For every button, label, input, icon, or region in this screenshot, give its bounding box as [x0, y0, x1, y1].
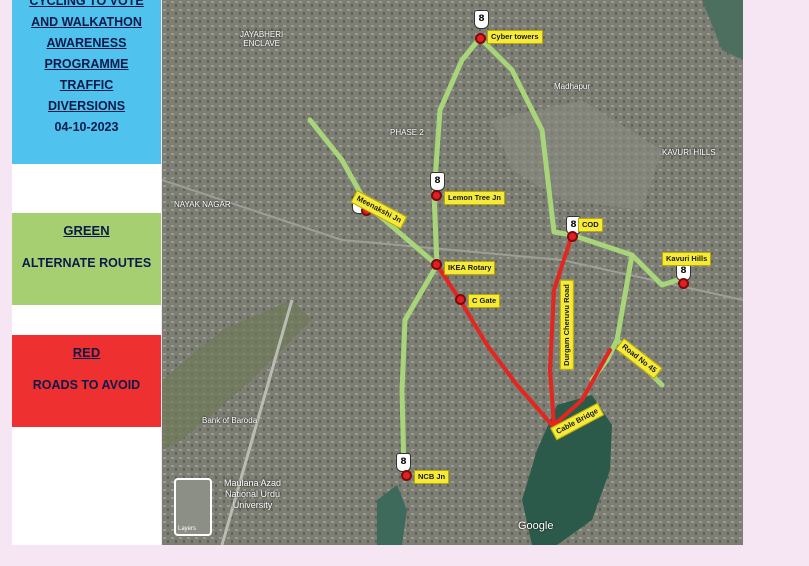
label-cod: COD [578, 218, 603, 232]
pin-icon[interactable] [567, 231, 578, 242]
legend-green-text: ALTERNATE ROUTES [21, 256, 152, 270]
layers-label: Layers [178, 526, 197, 532]
label-c-gate: C Gate [468, 294, 501, 308]
red-route-ikea-cablebridge [435, 263, 554, 427]
layers-button[interactable]: Layers [174, 478, 212, 536]
pin-icon[interactable] [678, 278, 689, 289]
label-ikea-rotary: IKEA Rotary [444, 261, 496, 275]
map-view[interactable]: JAYABHERI ENCLAVE Madhapur KAVURI HILLS … [162, 0, 743, 545]
place-madhapur: Madhapur [554, 82, 591, 91]
pin-icon[interactable] [431, 259, 442, 270]
title-line-3: AWARENESS [46, 36, 127, 50]
google-attribution: Google [518, 520, 554, 532]
title-line-2: AND WALKATHON [31, 15, 142, 29]
pin-icon[interactable] [455, 294, 466, 305]
legend-red-text: ROADS TO AVOID [32, 378, 141, 392]
legend-red-box: RED ROADS TO AVOID [12, 335, 161, 427]
label-durgam-cheruvu-road: Durgam Cheruvu Road [559, 280, 574, 370]
legend-red-heading: RED [72, 345, 101, 360]
bike-icon: 8 [430, 172, 445, 191]
label-kavuri-hills: Kavuri Hills [662, 252, 712, 266]
label-ncb-jn: NCB Jn [414, 470, 450, 484]
water-south [377, 485, 407, 545]
place-maulana: Maulana Azad National Urdu University [224, 478, 282, 510]
legend-green-box: GREEN ALTERNATE ROUTES [12, 213, 161, 305]
title-line-6: DIVERSIONS [47, 99, 126, 113]
legend-title-box: CYCLING TO VOTE AND WALKATHON AWARENESS … [12, 0, 161, 164]
place-bank-baroda: Bank of Baroda [202, 416, 258, 425]
road-west [220, 299, 294, 545]
red-routes [435, 233, 612, 427]
place-jayabheri: JAYABHERI ENCLAVE [240, 30, 284, 48]
bike-icon: 8 [396, 453, 411, 472]
built-area-madhapur [492, 100, 662, 210]
title-line-1: CYCLING TO VOTE [29, 0, 144, 8]
road-east-west [162, 179, 743, 301]
legend-date: 04-10-2023 [54, 120, 119, 134]
red-route-durgam-cheruvu [548, 233, 574, 427]
legend-panel: CYCLING TO VOTE AND WALKATHON AWARENESS … [12, 0, 161, 545]
pin-icon[interactable] [475, 33, 486, 44]
place-phase2: PHASE 2 [390, 128, 424, 137]
vegetation-west [162, 300, 312, 450]
place-nayak-nagar: NAYAK NAGAR [174, 200, 231, 209]
label-lemon-tree-jn: Lemon Tree Jn [444, 191, 505, 205]
legend-green-heading: GREEN [63, 223, 110, 238]
water-ne [702, 0, 743, 60]
label-cyber-towers: Cyber towers [487, 30, 543, 44]
durgam-cheruvu-lake [522, 395, 612, 545]
pin-icon[interactable] [401, 470, 412, 481]
place-kavuri-hills: KAVURI HILLS [662, 148, 716, 157]
bike-icon: 8 [474, 10, 489, 29]
title-line-5: TRAFFIC [59, 78, 114, 92]
pin-icon[interactable] [431, 190, 442, 201]
title-line-4: PROGRAMME [44, 57, 129, 71]
